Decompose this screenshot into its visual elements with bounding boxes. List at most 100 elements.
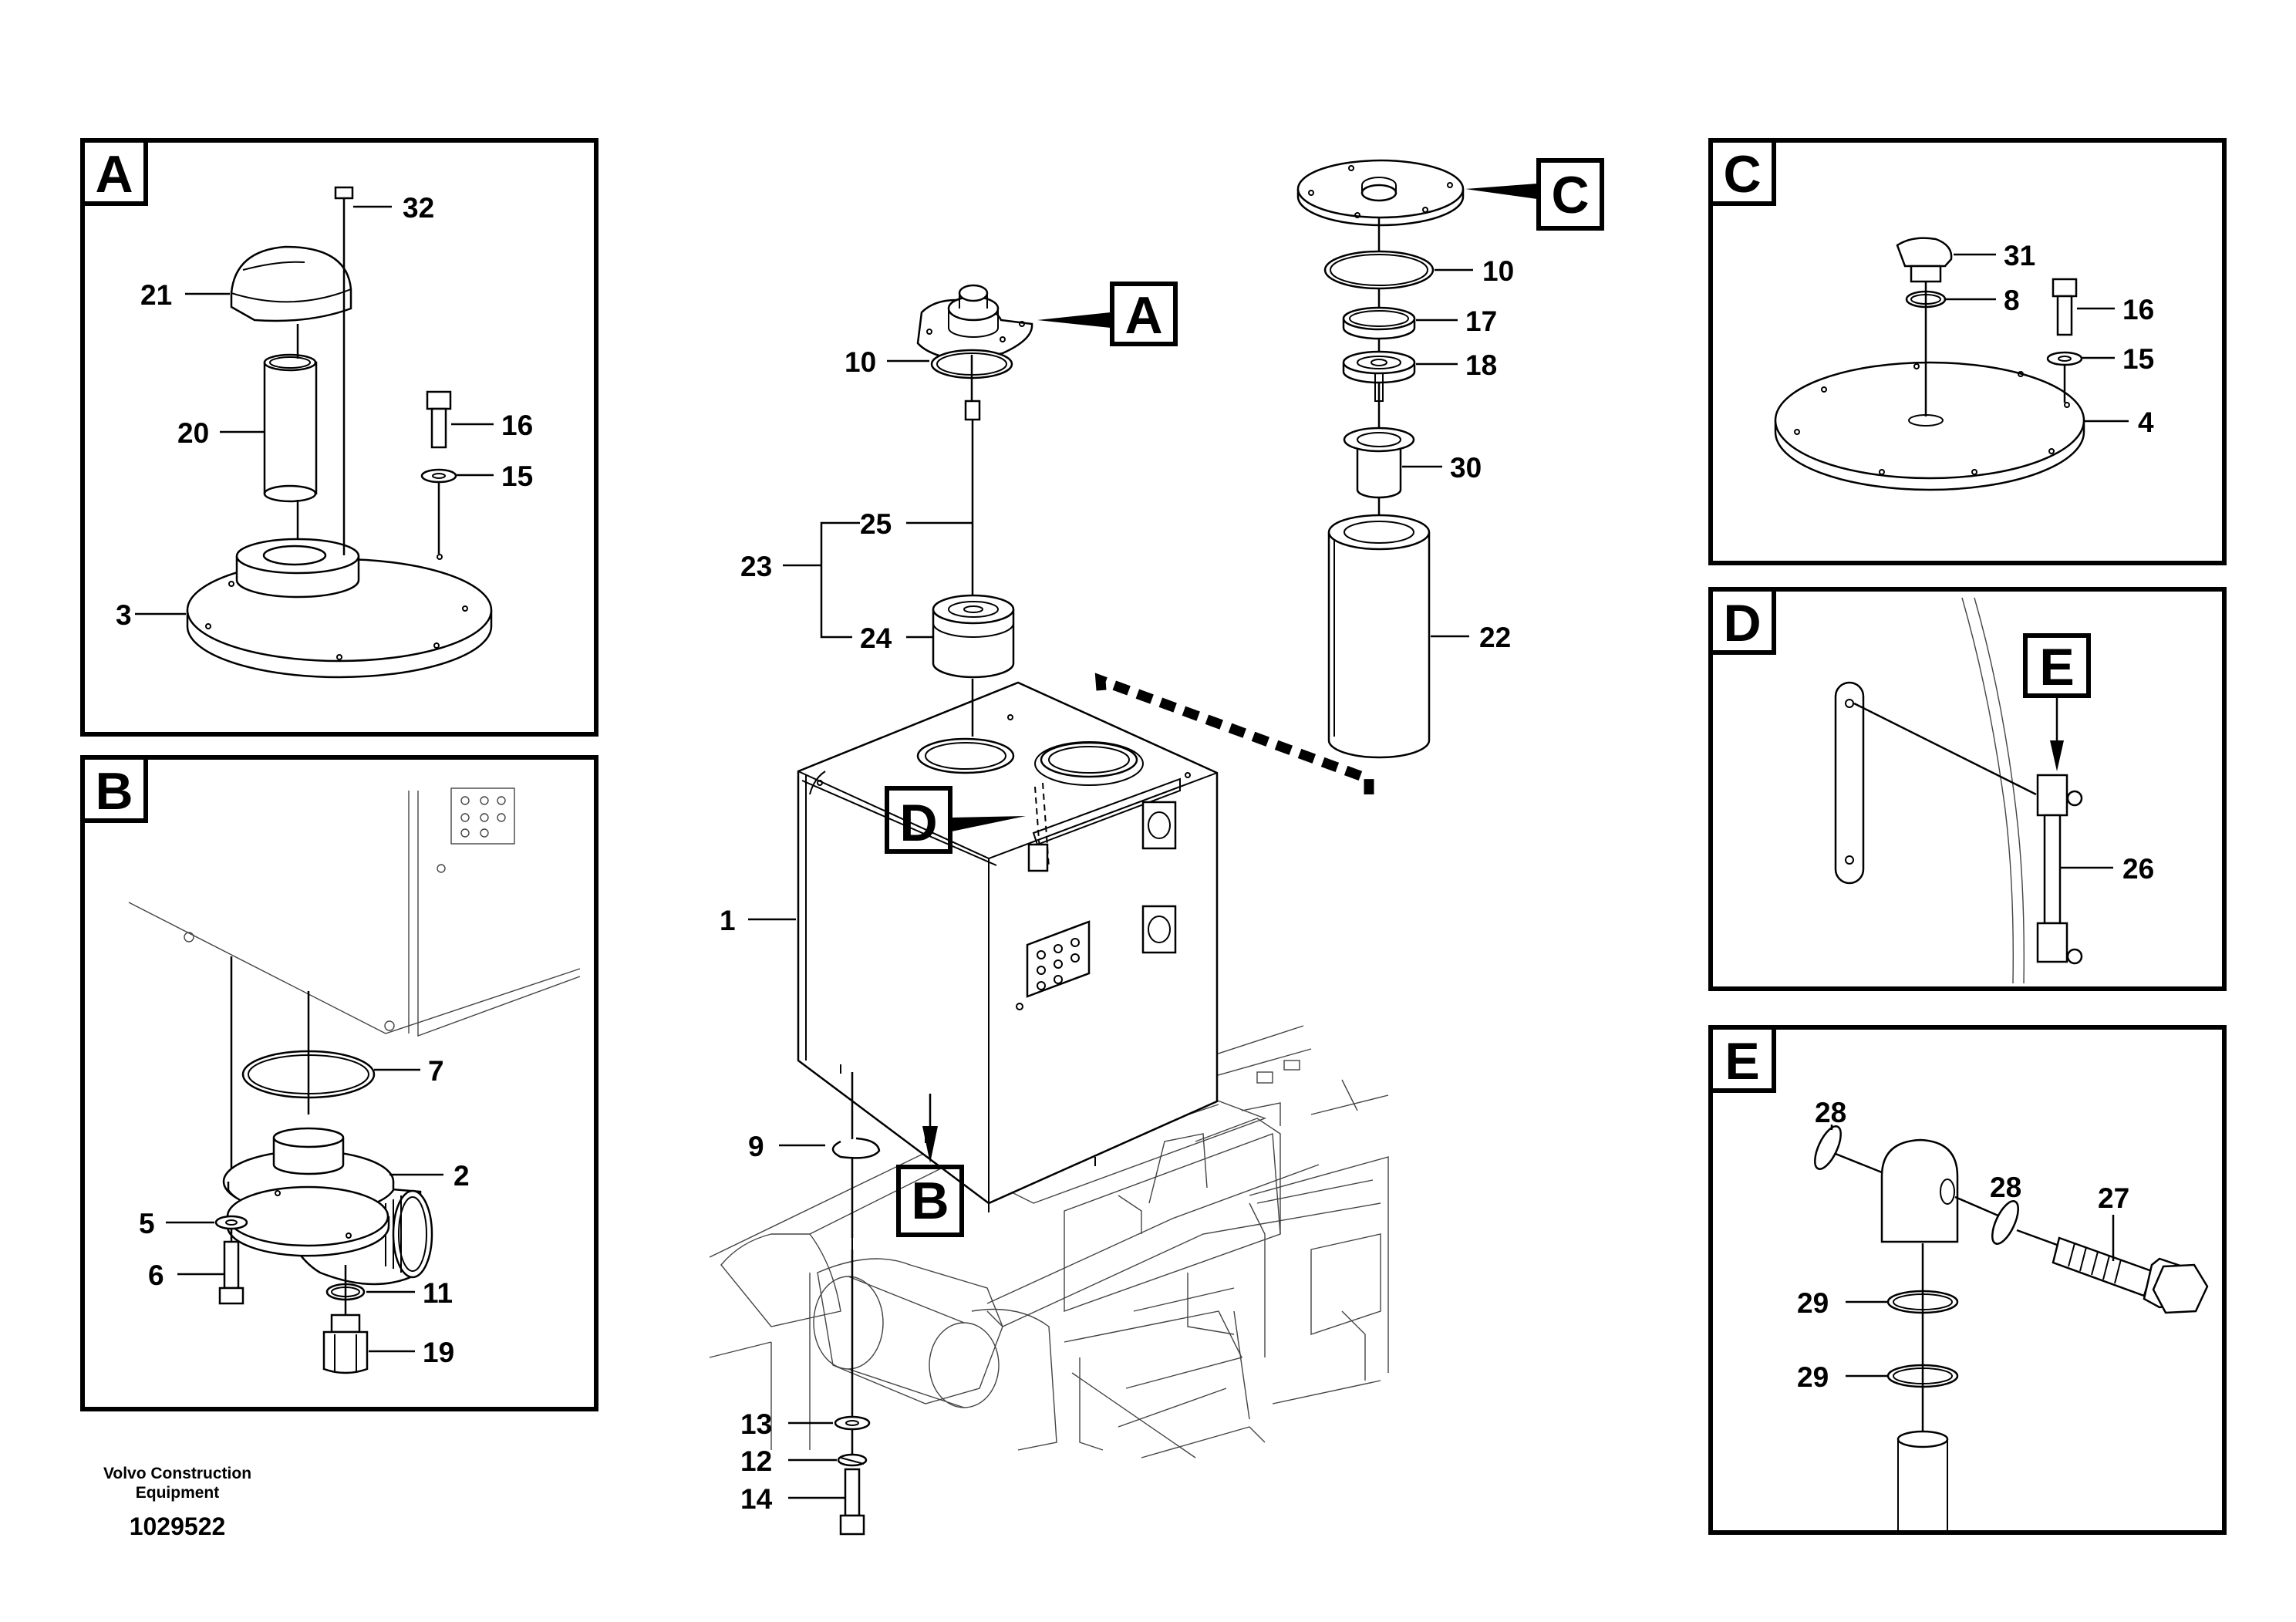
- callout-8: 8: [2004, 285, 2020, 316]
- ref-d-arrow: [952, 816, 1026, 831]
- bolt-part-16-c: [2052, 278, 2078, 336]
- callout-17: 17: [1465, 305, 1497, 337]
- callout-3: 3: [116, 599, 132, 631]
- callout-10-right: 10: [1482, 255, 1514, 287]
- callout-21: 21: [140, 279, 172, 311]
- main-assembly: A: [709, 158, 1604, 1536]
- banjo-fitting: [1880, 1138, 1959, 1243]
- chassis-frame: [709, 1025, 1389, 1458]
- washer-part-5: [214, 1215, 248, 1230]
- callout-15-c: 15: [2122, 343, 2154, 375]
- callout-9: 9: [748, 1131, 764, 1162]
- cover-plate-part-4: [1774, 361, 2085, 491]
- return-hose-dashed: [1094, 673, 1374, 794]
- level-gauge-part-26: [2036, 774, 2083, 965]
- panel-c-letter: C: [1723, 145, 1761, 204]
- callout-11: 11: [423, 1277, 453, 1309]
- ref-a-letter: A: [1124, 286, 1162, 345]
- callout-6: 6: [148, 1259, 164, 1291]
- washer-part-15: [420, 468, 457, 484]
- ref-a-box: [1110, 282, 1178, 346]
- washer-part-15-c: [2046, 351, 2083, 366]
- ref-b-letter: B: [911, 1172, 949, 1230]
- clip-part-9: [831, 1137, 881, 1159]
- callout-16-c: 16: [2122, 294, 2154, 325]
- o-ring-part-28-right: [1991, 1200, 2019, 1245]
- panel-d: D E 26: [1708, 587, 2227, 991]
- ref-c-arrow: [1465, 184, 1537, 199]
- callout-22: 22: [1479, 622, 1511, 653]
- callout-27: 27: [2098, 1182, 2129, 1214]
- bolt-part-16: [426, 390, 452, 449]
- callout-10-left: 10: [845, 346, 876, 378]
- tank-corner: [128, 787, 581, 1037]
- callout-25: 25: [860, 508, 892, 540]
- callout-19: 19: [423, 1337, 454, 1368]
- callout-7: 7: [428, 1055, 444, 1087]
- filler-cap-part-21: [230, 245, 352, 322]
- company-name-line2: Equipment: [136, 1484, 220, 1502]
- callout-23: 23: [740, 551, 772, 582]
- callout-13: 13: [740, 1408, 772, 1440]
- ring-part-17: [1342, 306, 1416, 340]
- callout-24: 24: [860, 622, 892, 654]
- footer: Volvo Construction Equipment 1029522: [103, 1465, 251, 1540]
- callout-31: 31: [2004, 240, 2035, 271]
- callout-29-upper: 29: [1797, 1287, 1829, 1319]
- pipe-stub: [1896, 1430, 1949, 1535]
- callout-12: 12: [740, 1445, 772, 1477]
- panel-a-letter: A: [95, 145, 133, 204]
- ref-e-arrow: [2050, 740, 2064, 771]
- lock-washer-part-12: [837, 1453, 868, 1467]
- wall-bracket: [1834, 681, 1865, 885]
- callout-1: 1: [720, 905, 736, 936]
- callout-15: 15: [501, 460, 533, 492]
- ref-d-letter: D: [899, 794, 937, 852]
- callout-28-left: 28: [1815, 1097, 1846, 1128]
- callout-18: 18: [1465, 349, 1497, 381]
- strainer-part-24: [932, 594, 1015, 679]
- hydraulic-tank-part-1: [797, 681, 1219, 1212]
- callout-20: 20: [177, 417, 209, 449]
- panel-b-letter: B: [95, 762, 133, 821]
- ref-b-arrow: [922, 1126, 938, 1163]
- breather-cap-part-31: [1896, 237, 1953, 283]
- ref-e-letter: E: [2039, 638, 2074, 696]
- bolt-part-6: [218, 1240, 244, 1305]
- banjo-bolt-part-27: [2052, 1236, 2209, 1314]
- filter-cover-plate: [1296, 159, 1465, 227]
- filter-element-part-22: [1327, 514, 1431, 759]
- bolt-part-32: [334, 186, 354, 555]
- callout-4: 4: [2138, 406, 2154, 438]
- o-ring-part-28-left: [1814, 1125, 1842, 1170]
- suction-flange-part-2: [222, 1127, 433, 1286]
- strainer-part-25: [964, 400, 981, 602]
- callout-32: 32: [403, 192, 434, 224]
- bolt-part-14: [839, 1468, 865, 1536]
- company-name-line1: Volvo Construction: [103, 1465, 251, 1482]
- callout-16: 16: [501, 410, 533, 441]
- base-plate-part-3: [186, 538, 493, 679]
- callout-5: 5: [139, 1208, 155, 1239]
- ring-part-18: [1342, 350, 1416, 402]
- plug-part-19: [322, 1313, 369, 1374]
- sleeve-part-30: [1343, 427, 1415, 499]
- o-ring-part-10-right: [1323, 250, 1435, 290]
- callout-28-right: 28: [1990, 1172, 2021, 1203]
- callout-2: 2: [453, 1160, 470, 1192]
- panel-e: E: [1708, 1025, 2227, 1535]
- ref-d-box: [885, 786, 952, 854]
- ref-c-box: [1536, 158, 1604, 231]
- callout-29-lower: 29: [1797, 1361, 1829, 1393]
- callout-14: 14: [740, 1483, 773, 1515]
- ref-b-box: [896, 1165, 964, 1237]
- panel-e-letter: E: [1725, 1032, 1759, 1091]
- ref-a-arrow: [1037, 312, 1111, 328]
- panel-c: C: [1708, 138, 2227, 565]
- document-number: 1029522: [130, 1512, 226, 1540]
- panel-b: B: [80, 755, 598, 1411]
- panel-a: A: [80, 138, 598, 737]
- washer-part-13: [834, 1415, 871, 1431]
- callout-30: 30: [1450, 452, 1482, 484]
